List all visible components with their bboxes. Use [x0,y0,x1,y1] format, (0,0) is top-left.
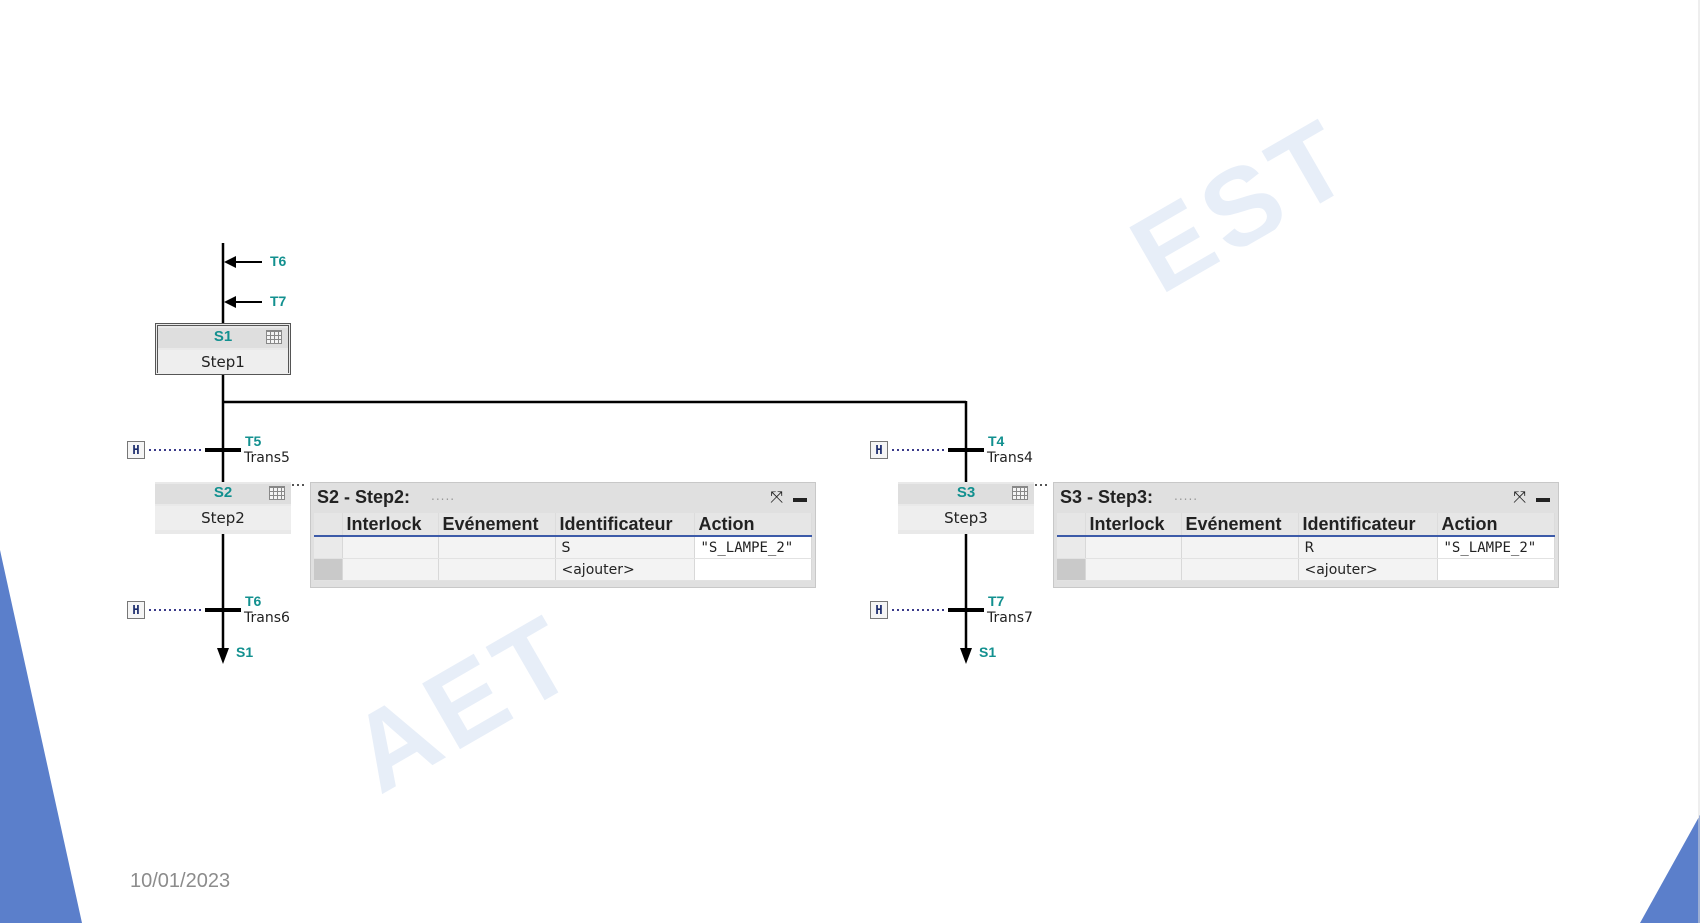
transition-name-trans4: Trans4 [987,450,1033,466]
cell-identifier[interactable]: R [1298,536,1438,559]
table-header-row: Interlock Evénement Identificateur Actio… [1057,513,1555,537]
step-id: S3 [898,484,1034,504]
arrow-s3-jump [960,648,972,664]
cell-action[interactable]: "S_LAMPE_2" [694,536,812,559]
step-name: Step3 [898,506,1034,530]
action-panel-s3: S3 - Step3: ..... ⤧ Interlock Evénement … [1053,482,1559,588]
column-header[interactable]: Evénement [1181,513,1299,537]
cell-identifier[interactable]: <ajouter> [1298,558,1438,581]
column-header[interactable]: Interlock [342,513,439,537]
step-s1[interactable]: S1 Step1 [155,323,291,375]
row-handle[interactable] [314,558,343,581]
table-row[interactable]: <ajouter> [1057,558,1555,581]
jump-label-s1[interactable]: S1 [979,644,997,660]
column-header[interactable]: Action [694,513,812,537]
cell-event[interactable] [1181,558,1299,581]
step-id: S2 [155,484,291,504]
transition-contact-icon[interactable]: H [870,441,888,459]
transition-id-t7[interactable]: T7 [988,593,1005,609]
cell-identifier[interactable]: S [555,536,695,559]
row-handle[interactable] [314,536,343,559]
column-header[interactable]: Action [1437,513,1555,537]
minimize-icon[interactable] [1536,498,1550,502]
cell-action[interactable] [1437,558,1555,581]
transition-contact-icon[interactable]: H [870,601,888,619]
action-table: Interlock Evénement Identificateur Actio… [1057,513,1555,581]
column-header[interactable]: Evénement [438,513,556,537]
cell-interlock[interactable] [342,536,439,559]
transition-id-t4[interactable]: T4 [988,433,1005,449]
table-row[interactable]: <ajouter> [314,558,812,581]
row-handle[interactable] [1057,536,1086,559]
header-rowhead [314,513,343,537]
transition-name-trans7: Trans7 [987,610,1033,626]
transition-contact-icon[interactable]: H [127,441,145,459]
column-header[interactable]: Interlock [1085,513,1182,537]
cell-event[interactable] [1181,536,1299,559]
step-name: Step1 [158,350,288,374]
maximize-icon[interactable]: ⤧ [1513,487,1526,506]
panel-comment-dots[interactable]: ..... [431,489,456,503]
cell-interlock[interactable] [1085,558,1182,581]
decor-triangle-left [0,550,82,923]
cell-event[interactable] [438,536,556,559]
transition-id-t5[interactable]: T5 [245,433,262,449]
grid-icon[interactable] [266,330,282,344]
action-panel-s2: S2 - Step2: ..... ⤧ Interlock Evénement … [310,482,816,588]
minimize-icon[interactable] [793,498,807,502]
action-table: Interlock Evénement Identificateur Actio… [314,513,812,581]
decor-triangle-right [1640,815,1700,923]
incoming-label-t7[interactable]: T7 [270,293,287,309]
transition-contact-icon[interactable]: H [127,601,145,619]
arrow-t7-head [224,296,236,308]
step-s2[interactable]: S2 Step2 [155,482,291,534]
jump-label-s1[interactable]: S1 [236,644,254,660]
column-header[interactable]: Identificateur [555,513,695,537]
cell-identifier[interactable]: <ajouter> [555,558,695,581]
cell-action[interactable] [694,558,812,581]
table-row[interactable]: S "S_LAMPE_2" [314,536,812,559]
step-s3[interactable]: S3 Step3 [898,482,1034,534]
slide-date: 10/01/2023 [130,870,231,892]
table-header-row: Interlock Evénement Identificateur Actio… [314,513,812,537]
cell-interlock[interactable] [1085,536,1182,559]
transition-name-trans5: Trans5 [244,450,290,466]
arrow-s2-jump [217,648,229,664]
step-id: S1 [158,328,288,348]
grid-icon[interactable] [1012,486,1028,500]
incoming-label-t6[interactable]: T6 [270,253,287,269]
step-name: Step2 [155,506,291,530]
cell-action[interactable]: "S_LAMPE_2" [1437,536,1555,559]
panel-comment-dots[interactable]: ..... [1174,489,1199,503]
column-header[interactable]: Identificateur [1298,513,1438,537]
row-handle[interactable] [1057,558,1086,581]
table-row[interactable]: R "S_LAMPE_2" [1057,536,1555,559]
cell-event[interactable] [438,558,556,581]
grid-icon[interactable] [269,486,285,500]
panel-title: S3 - Step3: [1060,487,1154,507]
arrow-t6-head [224,256,236,268]
transition-id-t6[interactable]: T6 [245,593,262,609]
cell-interlock[interactable] [342,558,439,581]
transition-name-trans6: Trans6 [244,610,290,626]
header-rowhead [1057,513,1086,537]
panel-title: S2 - Step2: [317,487,411,507]
maximize-icon[interactable]: ⤧ [770,487,783,506]
